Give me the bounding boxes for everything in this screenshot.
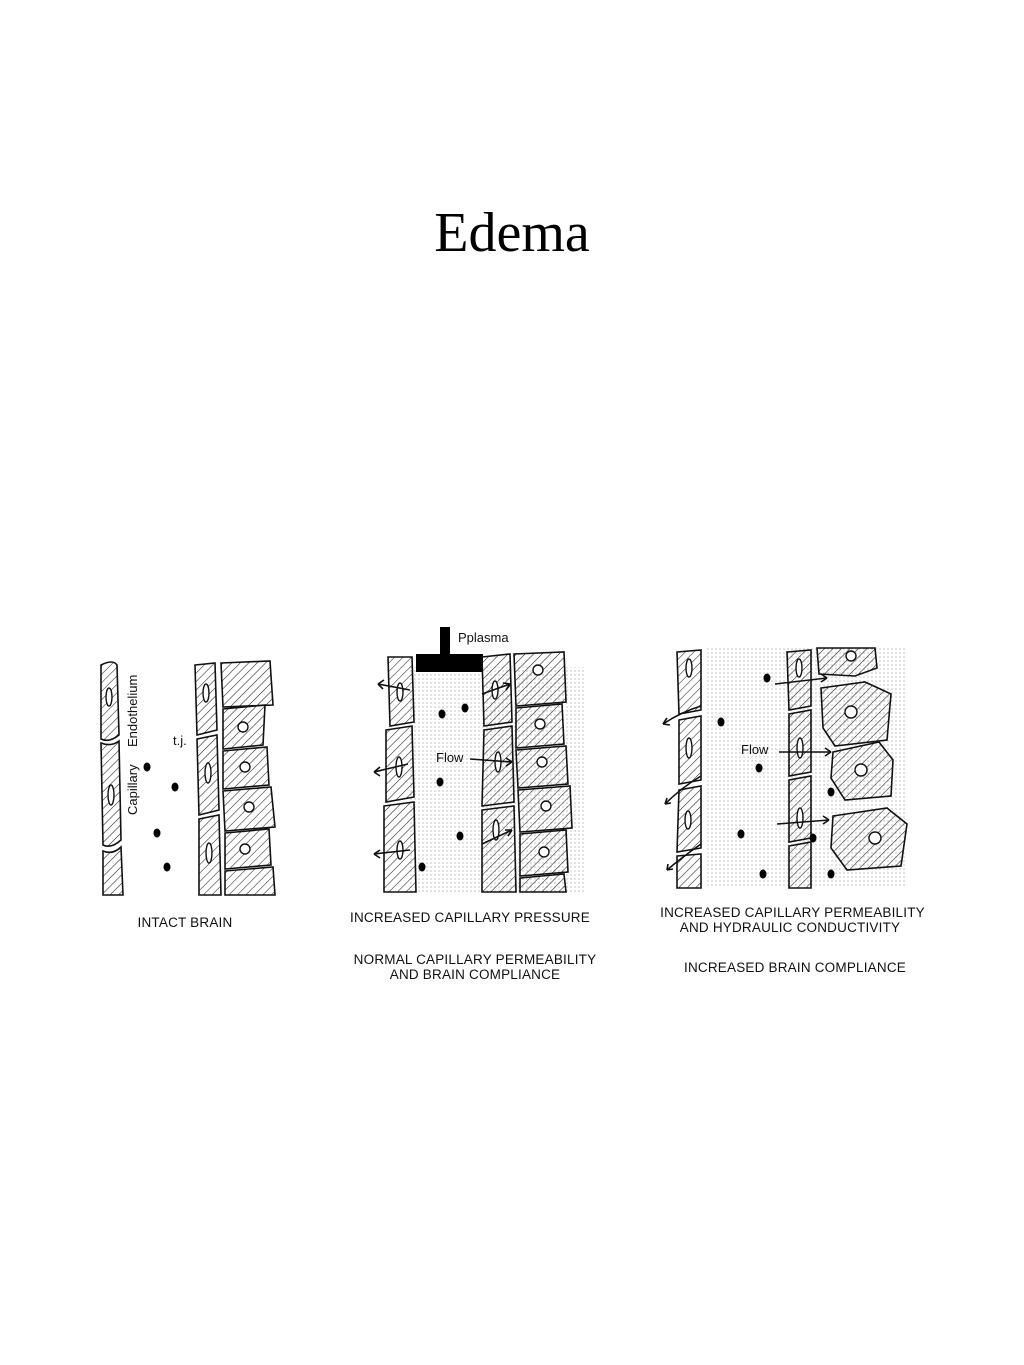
cell-nuclei — [105, 683, 255, 864]
panel-intact-brain: Endothelium Capillary t.j. — [95, 655, 285, 900]
endothelium-label: Endothelium — [125, 675, 140, 747]
pressure-plunger — [416, 627, 483, 672]
capillary-label: Capillary — [125, 764, 140, 815]
panel-increased-pressure: Pplasma — [370, 622, 585, 897]
caption-hydraulic-conductivity: AND HYDRAULIC CONDUCTIVITY — [679, 920, 901, 935]
caption-increased-permeability: INCREASED CAPILLARY PERMEABILITY — [660, 905, 925, 920]
left-wall-cells — [676, 649, 702, 889]
plasma-particles — [418, 703, 469, 872]
flow-label: Flow — [436, 750, 464, 765]
caption-brain-compliance: AND BRAIN COMPLIANCE — [389, 967, 561, 982]
right-wall-cells — [786, 649, 812, 889]
flow-arrows — [662, 673, 832, 871]
left-endothelium-cells — [100, 661, 124, 896]
increased-permeability-diagram: Flow — [662, 647, 908, 889]
tight-junction-label: t.j. — [173, 733, 187, 748]
flow-arrows — [373, 679, 513, 859]
plasma-particles — [717, 673, 835, 879]
increased-pressure-diagram: Pplasma — [373, 627, 585, 893]
slide-title: Edema — [434, 202, 590, 264]
cell-nuclei — [684, 650, 882, 845]
caption-increased-pressure: INCREASED CAPILLARY PRESSURE — [350, 910, 590, 925]
caption-normal-permeability: NORMAL CAPILLARY PERMEABILITY — [353, 952, 597, 967]
caption-intact-brain: INTACT BRAIN — [137, 915, 233, 930]
intact-brain-diagram: Endothelium Capillary t.j. — [100, 660, 276, 896]
flow-label: Flow — [741, 742, 769, 757]
plasma-particles — [143, 762, 179, 872]
pplasma-label: Pplasma — [458, 630, 509, 645]
caption-increased-compliance: INCREASED BRAIN COMPLIANCE — [684, 960, 906, 975]
brain-tissue-cells — [220, 660, 276, 896]
right-wall-cells — [481, 653, 517, 893]
panel-increased-permeability: Flow — [655, 647, 920, 889]
